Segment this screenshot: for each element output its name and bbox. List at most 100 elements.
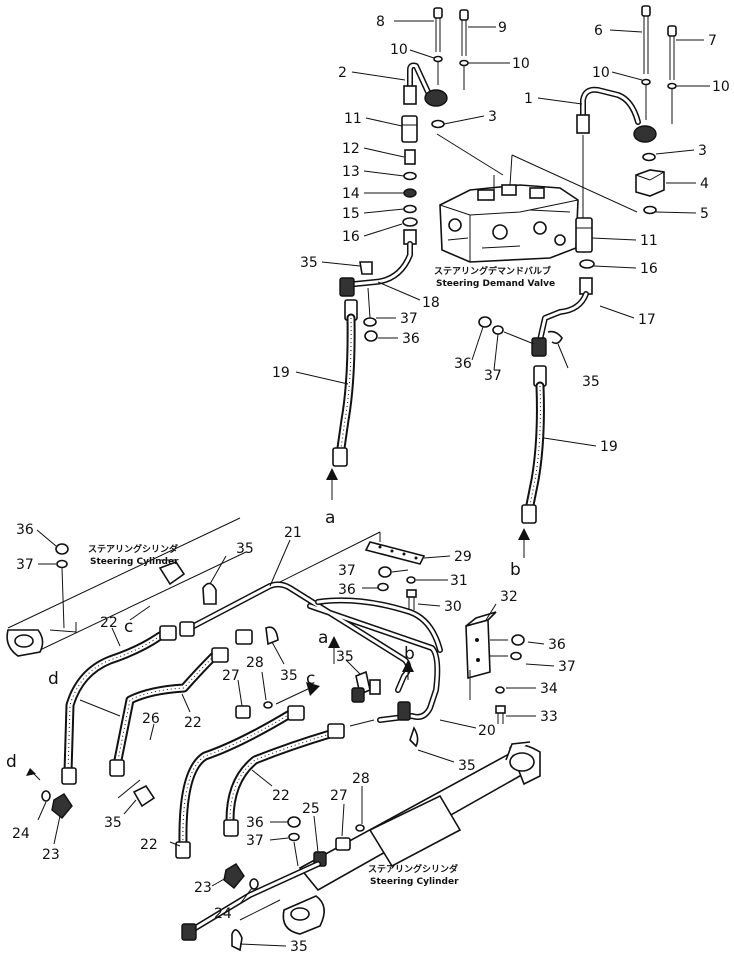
- end-fitting-low: [181, 923, 197, 941]
- nut-36-right: [478, 316, 492, 328]
- callout-19-a: 19: [272, 365, 290, 381]
- callout-35-f: 35: [458, 758, 476, 774]
- washer-10-right-b: [667, 82, 677, 90]
- callout-2: 2: [338, 65, 347, 81]
- clamp-35-top-right: [547, 330, 563, 345]
- callout-21: 21: [284, 525, 302, 541]
- nut-13: [403, 171, 417, 181]
- o-ring-16-right: [579, 259, 595, 269]
- callout-36-a: 36: [402, 331, 420, 347]
- valve-label-jp: ステアリングデマンドバルブ: [434, 265, 551, 277]
- fitting-12: [404, 149, 416, 165]
- callout-36-d: 36: [338, 582, 356, 598]
- washer-37-bracket: [510, 651, 522, 661]
- callout-37-b: 37: [484, 368, 502, 384]
- bolt-7: [667, 25, 677, 80]
- clamp-35-20: [409, 726, 419, 748]
- text-labels: ステアリングデマンドバルブ Steering Demand Valve ステアリ…: [6, 14, 730, 955]
- callout-25: 25: [302, 801, 320, 817]
- callout-35-e: 35: [336, 649, 354, 665]
- letter-c-left: c: [124, 617, 133, 637]
- lower-assembly: [6, 517, 541, 952]
- washer-37-right: [492, 325, 504, 335]
- washer-37-left: [363, 317, 377, 327]
- callout-37-e: 37: [558, 659, 576, 675]
- callout-6: 6: [594, 23, 603, 39]
- elbow-23-left: [51, 793, 73, 819]
- callout-18: 18: [422, 295, 440, 311]
- callout-22-c: 22: [140, 837, 158, 853]
- o-ring-5: [643, 205, 657, 215]
- cylinder-left-label-en: Steering Cylinder: [90, 557, 179, 567]
- callout-29: 29: [454, 549, 472, 565]
- callout-33: 33: [540, 709, 558, 725]
- washer-10-left-a: [433, 55, 443, 63]
- flange-2: [424, 89, 448, 107]
- callout-32: 32: [500, 589, 518, 605]
- callout-20: 20: [478, 723, 496, 739]
- elbow-27-mid: [235, 705, 251, 719]
- hose-26-leader: [79, 699, 121, 717]
- callout-35-a: 35: [300, 255, 318, 271]
- callout-28-a: 28: [246, 655, 264, 671]
- cylinder-right-label-en: Steering Cylinder: [370, 877, 459, 887]
- o-ring-3-left: [431, 119, 445, 129]
- bolt-30: [406, 589, 417, 610]
- bolt-9: [459, 9, 469, 56]
- callout-9: 9: [498, 20, 507, 36]
- adapter-11-left: [401, 115, 418, 143]
- steering-cylinder-right: [239, 741, 541, 935]
- callout-36-e: 36: [548, 637, 566, 653]
- bolt-33: [495, 705, 506, 724]
- callout-15: 15: [342, 206, 360, 222]
- callout-22-b: 22: [184, 715, 202, 731]
- callout-11-b: 11: [640, 233, 658, 249]
- callout-30: 30: [444, 599, 462, 615]
- washer-37-plate: [377, 582, 389, 592]
- callout-35-c: 35: [236, 541, 254, 557]
- callout-34: 34: [540, 681, 558, 697]
- callout-5: 5: [700, 206, 709, 222]
- o-ring-28-mid: [263, 701, 273, 709]
- callout-27-b: 27: [330, 788, 348, 804]
- elbow-fitting-17: [531, 337, 547, 357]
- letter-b-top: b: [510, 560, 521, 580]
- elbow-27-low: [335, 837, 351, 851]
- callout-24-b: 24: [214, 906, 232, 922]
- callout-36-c: 36: [16, 522, 34, 538]
- callout-37-f: 37: [246, 833, 264, 849]
- callout-17: 17: [638, 312, 656, 328]
- flange-1: [633, 125, 657, 143]
- letter-c-mid: c: [306, 669, 315, 689]
- letter-d-low: d: [6, 752, 17, 772]
- callout-3-b: 3: [698, 143, 707, 159]
- callout-4: 4: [700, 176, 709, 192]
- callout-10-a: 10: [390, 42, 408, 58]
- nut-36-left: [364, 330, 378, 342]
- tee-20: [397, 701, 411, 721]
- callout-8: 8: [376, 14, 385, 30]
- nut-36-plate: [378, 566, 392, 578]
- elbow-23-low: [223, 863, 245, 889]
- callout-22-d: 22: [272, 788, 290, 804]
- clamp-35-21: [179, 582, 217, 637]
- callout-16-b: 16: [640, 261, 658, 277]
- callout-24-a: 24: [12, 826, 30, 842]
- o-ring-24-low: [249, 878, 259, 890]
- top-left-assembly: [326, 7, 504, 500]
- letter-b-mid: b: [404, 644, 415, 664]
- leader-lines: [36, 20, 710, 947]
- callout-23-a: 23: [42, 847, 60, 863]
- callout-10-d: 10: [712, 79, 730, 95]
- callout-7: 7: [708, 33, 717, 49]
- callout-35-g: 35: [104, 815, 122, 831]
- callout-22-a: 22: [100, 615, 118, 631]
- washer-14: [403, 188, 417, 198]
- elbow-fitting-18: [339, 277, 355, 297]
- clamp-35-left-low: [132, 784, 156, 808]
- washer-10-right-a: [641, 78, 651, 86]
- callout-35-b: 35: [582, 374, 600, 390]
- callout-1: 1: [524, 91, 533, 107]
- adapter-11-right: [575, 217, 593, 253]
